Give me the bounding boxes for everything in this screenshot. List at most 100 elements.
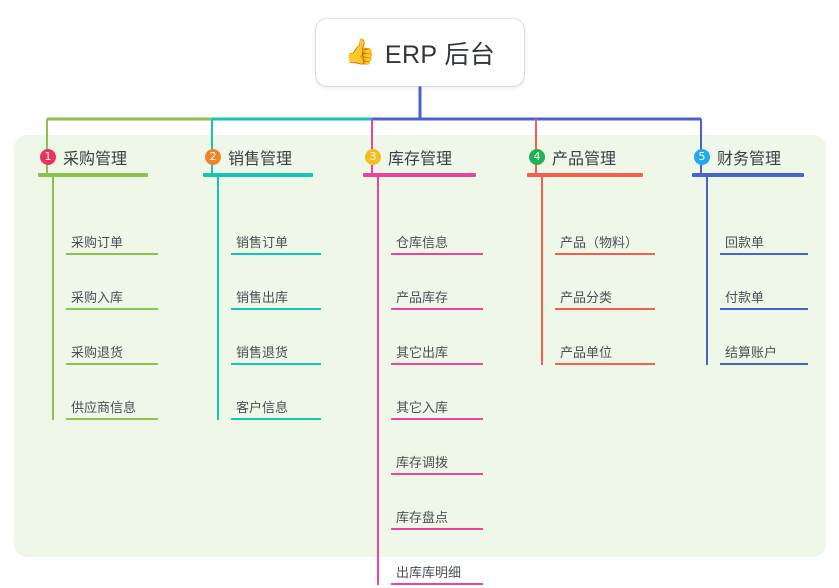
module-item-label: 出库库明细 [396, 565, 462, 580]
module-item[interactable]: 产品单位 [541, 310, 655, 365]
module-item-label: 其它入库 [396, 400, 449, 415]
root-node-card[interactable]: 👍 ERP 后台 [316, 19, 524, 86]
module-item-rule [555, 253, 655, 255]
module-header-4[interactable]: 4 产品管理 [527, 146, 643, 168]
module-column-1: 1 采购管理采购订单采购入库采购退货供应商信息 [38, 146, 158, 420]
module-item-rule [555, 308, 655, 310]
module-item[interactable]: 结算账户 [706, 310, 808, 365]
module-item-label: 仓库信息 [396, 235, 449, 250]
module-title: 销售管理 [228, 151, 293, 168]
module-item-label: 产品（物料） [560, 235, 639, 250]
module-header-rule [692, 173, 804, 177]
module-item[interactable]: 出库库明细 [377, 530, 483, 585]
thumbs-up-icon: 👍 [344, 38, 376, 66]
module-item-label: 其它出库 [396, 345, 449, 360]
module-item-rule [391, 418, 483, 420]
module-item[interactable]: 回款单 [706, 177, 808, 255]
module-title: 库存管理 [388, 151, 453, 168]
module-item-rule [231, 253, 321, 255]
module-item-label: 采购退货 [71, 345, 124, 360]
module-spine [706, 177, 708, 365]
module-item-label: 产品分类 [560, 290, 613, 305]
module-item[interactable]: 供应商信息 [52, 365, 158, 420]
module-column-4: 4 产品管理产品（物料） 产品分类产品单位 [527, 146, 655, 365]
module-item[interactable]: 其它入库 [377, 365, 483, 420]
module-item-rule [66, 308, 158, 310]
module-item[interactable]: 销售出库 [217, 255, 321, 310]
module-column-3: 3 库存管理仓库信息产品库存其它出库其它入库库存调拨库存盘点出库库明细 [363, 146, 483, 585]
module-item[interactable]: 采购入库 [52, 255, 158, 310]
module-item[interactable]: 其它出库 [377, 310, 483, 365]
module-item-list: 仓库信息产品库存其它出库其它入库库存调拨库存盘点出库库明细 [363, 177, 483, 585]
module-header-rule [363, 173, 476, 177]
module-item-rule [66, 418, 158, 420]
module-item[interactable]: 销售退货 [217, 310, 321, 365]
module-item-label: 产品库存 [396, 290, 449, 305]
page-title: ERP 后台 [384, 40, 496, 69]
modules-panel [14, 135, 826, 557]
module-item-label: 库存盘点 [396, 510, 449, 525]
module-title: 采购管理 [63, 151, 128, 168]
module-item-list: 采购订单采购入库采购退货供应商信息 [38, 177, 158, 420]
module-item[interactable]: 销售订单 [217, 177, 321, 255]
module-item-rule [391, 473, 483, 475]
module-item-rule [391, 363, 483, 365]
module-item-label: 销售订单 [236, 235, 289, 250]
module-column-2: 2 销售管理销售订单销售出库销售退货客户信息 [203, 146, 321, 420]
module-number-badge: 5 [694, 149, 710, 165]
module-item-list: 销售订单销售出库销售退货客户信息 [203, 177, 321, 420]
module-number-badge: 2 [205, 149, 221, 165]
module-header-3[interactable]: 3 库存管理 [363, 146, 476, 168]
module-item[interactable]: 产品库存 [377, 255, 483, 310]
module-item-rule [720, 308, 808, 310]
module-item-list: 回款单付款单结算账户 [692, 177, 808, 365]
module-number-badge: 3 [365, 149, 381, 165]
module-item-rule [720, 253, 808, 255]
module-item-label: 客户信息 [236, 400, 289, 415]
module-spine [52, 177, 54, 420]
module-title: 产品管理 [552, 151, 617, 168]
module-item-rule [66, 363, 158, 365]
module-item-rule [231, 363, 321, 365]
module-header-rule [38, 173, 148, 177]
module-header-rule [203, 173, 313, 177]
module-item-rule [231, 308, 321, 310]
module-item-label: 付款单 [725, 290, 765, 305]
module-item-label: 产品单位 [560, 345, 613, 360]
module-item-list: 产品（物料） 产品分类产品单位 [527, 177, 655, 365]
module-header-rule [527, 173, 643, 177]
module-item-rule [391, 253, 483, 255]
module-item-label: 库存调拨 [396, 455, 449, 470]
module-number-badge: 4 [529, 149, 545, 165]
module-item-label: 销售出库 [236, 290, 289, 305]
module-item-rule [391, 528, 483, 530]
module-item-rule [720, 363, 808, 365]
module-item[interactable]: 库存调拨 [377, 420, 483, 475]
module-item-rule [66, 253, 158, 255]
module-header-2[interactable]: 2 销售管理 [203, 146, 313, 168]
module-item-label: 采购订单 [71, 235, 124, 250]
module-item[interactable]: 采购订单 [52, 177, 158, 255]
module-item-label: 供应商信息 [71, 400, 137, 415]
module-item[interactable]: 库存盘点 [377, 475, 483, 530]
module-item-label: 销售退货 [236, 345, 289, 360]
module-header-1[interactable]: 1 采购管理 [38, 146, 148, 168]
module-spine [377, 177, 379, 585]
module-item[interactable]: 采购退货 [52, 310, 158, 365]
module-item[interactable]: 仓库信息 [377, 177, 483, 255]
module-item-rule [391, 308, 483, 310]
module-item[interactable]: 客户信息 [217, 365, 321, 420]
module-item[interactable]: 付款单 [706, 255, 808, 310]
module-item-label: 采购入库 [71, 290, 124, 305]
module-item-rule [555, 363, 655, 365]
module-item-rule [231, 418, 321, 420]
module-item-label: 回款单 [725, 235, 765, 250]
module-item[interactable]: 产品（物料） [541, 177, 655, 255]
module-spine [217, 177, 219, 420]
module-number-badge: 1 [40, 149, 56, 165]
module-spine [541, 177, 543, 365]
module-item[interactable]: 产品分类 [541, 255, 655, 310]
